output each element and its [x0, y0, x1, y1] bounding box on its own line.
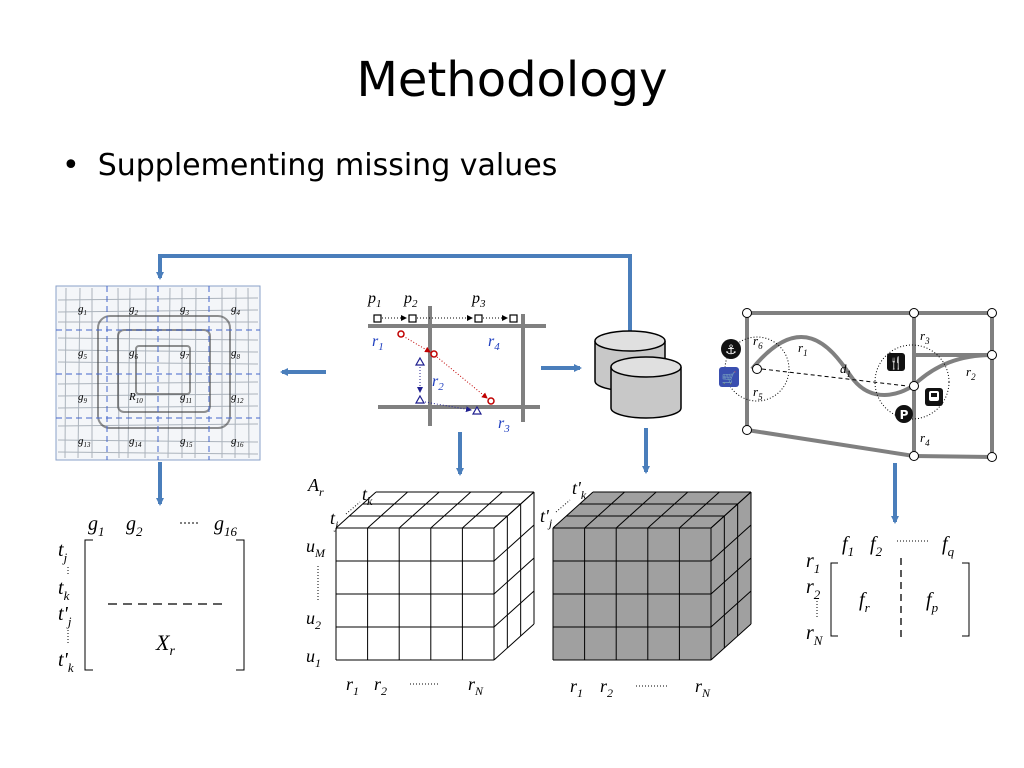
- map-grid-label: g3: [180, 303, 190, 317]
- tensor-b: t'k t'j r1 r2 rN: [540, 478, 752, 700]
- bus-stop-icon: [925, 388, 943, 406]
- map-grid-label: g6: [129, 347, 139, 361]
- trajectory-road-label: r1: [372, 333, 384, 353]
- tensor-a-road-label: r2: [374, 674, 387, 698]
- city-map-panel: g1 g2 g3 g4 g5 g6 g7 g8 g9 R10 g11 g12 g13 g14 g15 g16: [55, 285, 261, 461]
- svg-text:⚓: ⚓: [725, 343, 737, 358]
- tensor-a-label: Ar: [307, 475, 324, 499]
- distance-label: d1: [840, 361, 851, 379]
- map-grid-label: g9: [78, 391, 88, 405]
- matrix-xr: g1 g2 g16 tj tkt'j t'k Xr: [58, 513, 245, 675]
- trajectory-road-label: r2: [432, 373, 444, 393]
- f-row-label: r1: [806, 550, 820, 576]
- xr-column-label: g1: [88, 513, 105, 539]
- tensor-a-user-label: u2: [306, 608, 321, 632]
- tensor-a-road-label: r1: [346, 674, 359, 698]
- xr-row-label: t'j: [58, 603, 72, 629]
- road-network-panel: ⚓ 🛒 🍴 P r1 r2 r3 r4 r5 r6 d1: [719, 308, 997, 462]
- anchor-icon: ⚓: [721, 339, 741, 359]
- map-grid-label: g4: [231, 303, 241, 317]
- map-grid-label: g1: [78, 303, 87, 317]
- map-grid-label: g5: [78, 347, 88, 361]
- map-grid-label: g8: [231, 347, 241, 361]
- map-grid-label: g11: [180, 391, 192, 405]
- trajectory-point-label: p3: [471, 290, 486, 310]
- road-network-label: r5: [753, 384, 763, 402]
- tensor-b-road-label: rN: [695, 676, 711, 700]
- tensor-a-road-label: rN: [468, 674, 484, 698]
- f-row-label: rN: [806, 622, 824, 648]
- bullet-text: Supplementing missing values: [97, 148, 558, 183]
- tensor-b-time-label: t'j: [540, 506, 553, 530]
- tensor-a-user-label: u1: [306, 646, 321, 670]
- trajectory-point-label: p1: [367, 290, 382, 310]
- bullet-dot: •: [62, 148, 80, 183]
- tensor-b-time-label: t'k: [572, 478, 587, 502]
- parking-icon: P: [895, 405, 913, 423]
- map-grid-label: g14: [129, 435, 142, 449]
- map-grid-label: g12: [231, 391, 244, 405]
- map-grid-label: g15: [180, 435, 193, 449]
- road-network-label: r4: [920, 430, 930, 448]
- xr-label: Xr: [155, 630, 175, 659]
- xr-row-label: tk: [58, 577, 70, 603]
- map-grid-label: g13: [78, 435, 91, 449]
- f-block-label: fr: [859, 589, 871, 615]
- restaurant-icon: 🍴: [887, 353, 905, 371]
- tensor-a-time-label: tj: [330, 508, 339, 532]
- map-grid-label: R10: [128, 391, 143, 405]
- map-grid-label: g16: [231, 435, 244, 449]
- xr-row-label: t'k: [58, 649, 74, 675]
- xr-column-label: g2: [126, 513, 143, 539]
- svg-text:🍴: 🍴: [889, 356, 904, 370]
- road-network-label: r1: [798, 340, 808, 358]
- xr-column-label: g16: [214, 513, 238, 539]
- f-column-label: f2: [870, 533, 883, 559]
- shopping-cart-icon: 🛒: [719, 367, 739, 387]
- f-row-label: r2: [806, 576, 821, 602]
- map-grid-label: g7: [180, 347, 190, 361]
- tensor-a-user-label: uM: [306, 536, 326, 560]
- f-column-label: fq: [942, 533, 955, 559]
- bullet-item: • Supplementing missing values: [62, 148, 557, 183]
- trajectory-road-label: r4: [488, 333, 500, 353]
- tensor-b-road-label: r1: [570, 676, 583, 700]
- svg-text:🛒: 🛒: [722, 371, 737, 385]
- road-network-label: r2: [966, 364, 976, 382]
- feedback-arrow: [156, 254, 632, 332]
- map-grid-label: g2: [129, 303, 139, 317]
- road-network-label: r3: [920, 328, 930, 346]
- trajectory-panel: p1 p2 p3 r1 r4 r2 r3: [367, 290, 546, 435]
- database-icon: [594, 330, 682, 419]
- f-column-label: f1: [842, 533, 854, 559]
- xr-row-label: tj: [58, 539, 68, 565]
- road-network-label: r6: [753, 333, 763, 351]
- tensor-b-road-label: r2: [600, 676, 613, 700]
- tensor-a-time-label: tk: [362, 484, 373, 508]
- slide-title: Methodology: [356, 52, 668, 108]
- trajectory-road-label: r3: [498, 415, 510, 435]
- svg-text:P: P: [900, 408, 909, 422]
- trajectory-point-label: p2: [403, 290, 418, 310]
- f-block-label: fp: [926, 589, 939, 615]
